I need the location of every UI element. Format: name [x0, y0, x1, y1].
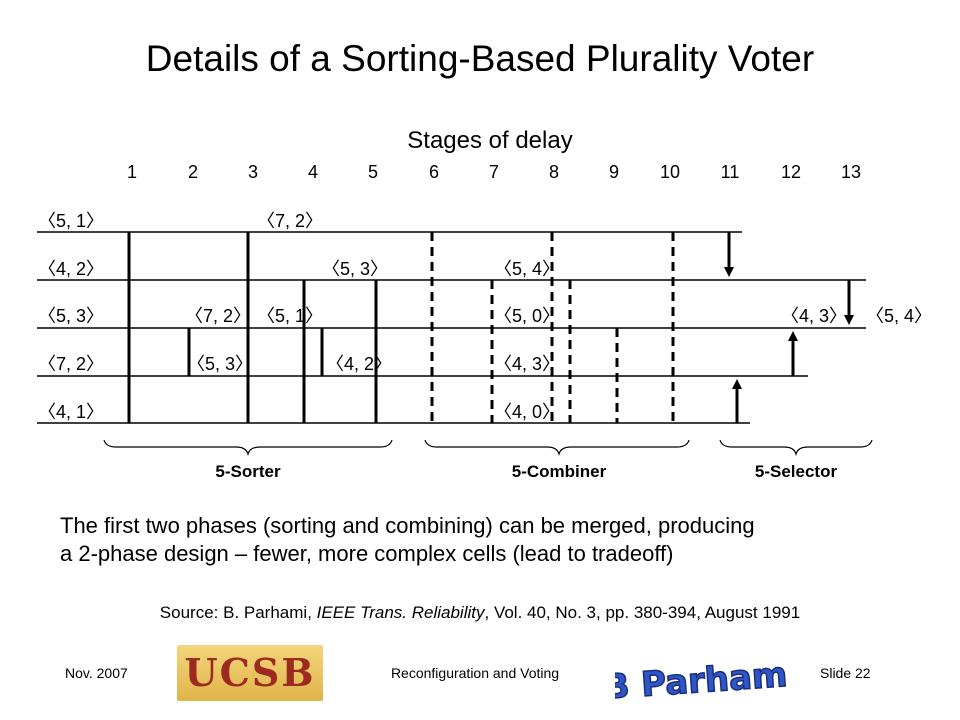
stage-number: 10 [659, 162, 681, 182]
output-label: 〈5, 4〉 [866, 306, 933, 326]
brace-sorter [103, 439, 393, 457]
source-citation: Source: B. Parhami, IEEE Trans. Reliabil… [0, 603, 960, 623]
pair-label: 〈5, 3〉 [187, 354, 254, 374]
pair-label: 〈4, 2〉 [326, 354, 393, 374]
pair-label: 〈4, 3〉 [494, 354, 561, 374]
pair-label: 〈7, 2〉 [185, 306, 252, 326]
combiner-cells [430, 232, 675, 423]
selector-arrows [724, 232, 854, 423]
parhami-logo-text: B Parhami [615, 654, 787, 706]
stage-number: 6 [428, 162, 439, 182]
stage-number: 1 [126, 162, 137, 182]
stage-number: 2 [187, 162, 198, 182]
brace-combiner [424, 439, 690, 457]
caption-line: a 2-phase design – fewer, more complex c… [60, 541, 674, 566]
input-label: 〈4, 2〉 [38, 259, 105, 279]
stage-number: 3 [247, 162, 258, 182]
input-label: 〈5, 1〉 [38, 211, 105, 231]
stage-number: 13 [840, 162, 862, 182]
stage-number: 9 [608, 162, 619, 182]
source-journal: IEEE Trans. Reliability [316, 603, 485, 622]
caption-line: The first two phases (sorting and combin… [60, 513, 755, 538]
footer-date: Nov. 2007 [65, 665, 128, 681]
slide-title: Details of a Sorting-Based Plurality Vot… [145, 38, 815, 79]
pair-label: 〈4, 3〉 [781, 306, 848, 326]
stage-number: 11 [720, 162, 740, 182]
source-prefix: Source: B. Parhami, [159, 603, 317, 622]
pair-label: 〈7, 2〉 [257, 211, 324, 231]
footer-slide-number: Slide 22 [820, 665, 871, 681]
group-braces [103, 439, 873, 457]
stage-number: 5 [367, 162, 378, 182]
stage-number: 12 [780, 162, 802, 182]
parhami-logo: B Parhami [615, 653, 787, 706]
group-label-selector: 5-Selector [754, 462, 838, 481]
footer-title: Reconfiguration and Voting [390, 665, 560, 681]
data-lines [37, 231, 866, 424]
stages-heading: Stages of delay [407, 127, 573, 154]
stage-number: 4 [307, 162, 318, 182]
sorter-comparators [127, 232, 378, 423]
pair-label: 〈5, 4〉 [494, 259, 561, 279]
ucsb-logo: UCSB [177, 645, 323, 701]
stage-number: 8 [548, 162, 559, 182]
group-label-sorter: 5-Sorter [215, 462, 281, 481]
brace-selector [719, 439, 873, 457]
caption: The first two phases (sorting and combin… [60, 512, 920, 568]
pair-label: 〈4, 0〉 [494, 402, 561, 422]
pair-label: 〈5, 0〉 [494, 306, 561, 326]
input-label: 〈4, 1〉 [38, 402, 105, 422]
input-label: 〈7, 2〉 [38, 354, 105, 374]
source-suffix: , Vol. 40, No. 3, pp. 380-394, August 19… [484, 603, 801, 622]
pair-label: 〈5, 3〉 [322, 259, 389, 279]
stage-number: 7 [488, 162, 499, 182]
pair-label: 〈5, 1〉 [257, 306, 324, 326]
group-label-combiner: 5-Combiner [511, 462, 607, 481]
input-label: 〈5, 3〉 [38, 306, 105, 326]
